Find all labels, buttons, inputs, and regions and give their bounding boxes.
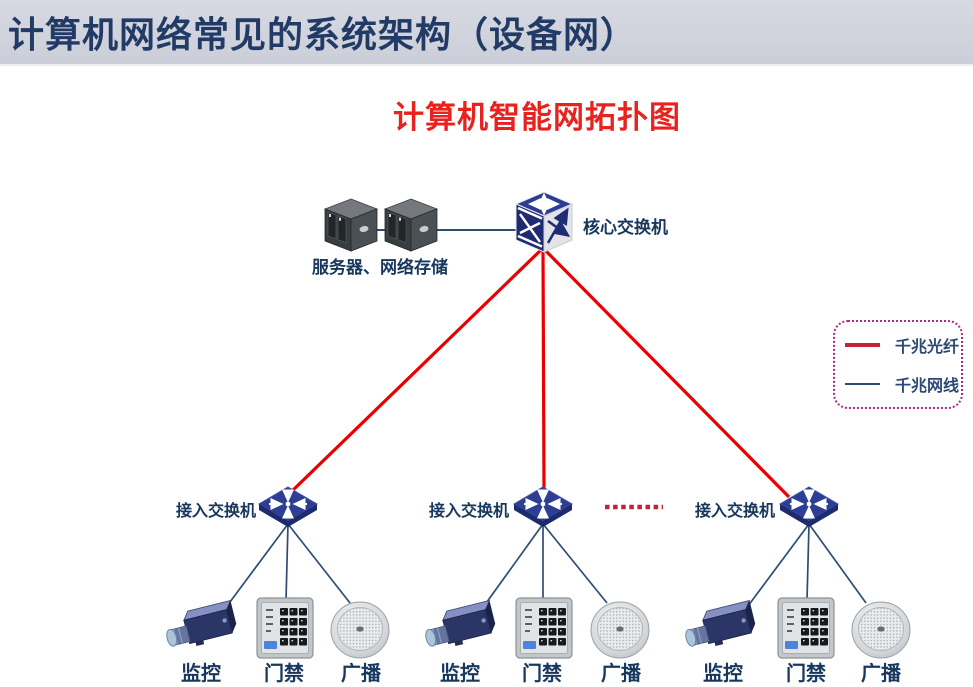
device-label-keypad: 门禁 (264, 663, 304, 685)
speaker-icon (851, 601, 911, 659)
legend-box: 千兆光纤 千兆网线 (833, 320, 963, 409)
camera-icon (163, 600, 240, 654)
device-label-keypad: 门禁 (522, 663, 562, 685)
device-label-speaker: 广播 (861, 663, 901, 685)
keypad-icon (515, 597, 573, 659)
device-label-keypad: 门禁 (786, 663, 826, 685)
access-switch-icon (256, 484, 320, 530)
cable-line-swatch (845, 382, 880, 386)
fiber-links (289, 246, 791, 499)
device-label-camera: 监控 (440, 663, 480, 685)
access-switch-icon (511, 484, 575, 530)
legend-item-cable: 千兆网线 (845, 372, 961, 396)
keypad-icon (777, 597, 835, 659)
device-label-speaker: 广播 (341, 663, 381, 685)
diagram-subtitle: 计算机智能网拓扑图 (393, 100, 681, 135)
speaker-icon (590, 601, 650, 659)
page-title: 计算机网络常见的系统架构（设备网） (8, 15, 638, 55)
device-label-speaker: 广播 (601, 663, 641, 685)
camera-icon (422, 600, 499, 654)
access-switch-label: 接入交换机 (694, 503, 775, 520)
access-switch-label: 接入交换机 (428, 503, 509, 520)
core-switch-label: 核心交换机 (583, 218, 668, 237)
legend-item-fiber: 千兆光纤 (845, 333, 961, 357)
header-banner: 计算机网络常见的系统架构（设备网） (0, 0, 973, 66)
device-label-camera: 监控 (181, 663, 221, 685)
fiber-line-swatch (845, 343, 880, 347)
ethernet-drop-links (226, 523, 867, 607)
camera-icon (682, 600, 759, 654)
keypad-icon (256, 597, 314, 659)
device-label-camera: 监控 (703, 663, 743, 685)
access-switch-icon (777, 484, 841, 530)
core-switch-icon (512, 190, 576, 256)
speaker-icon (330, 601, 390, 659)
legend-label-fiber: 千兆光纤 (895, 339, 960, 356)
servers-label: 服务器、网络存储 (312, 258, 448, 277)
legend-label-cable: 千兆网线 (895, 378, 960, 395)
server-icon (384, 198, 438, 252)
access-switch-label: 接入交换机 (175, 503, 256, 520)
server-icon (324, 198, 378, 252)
